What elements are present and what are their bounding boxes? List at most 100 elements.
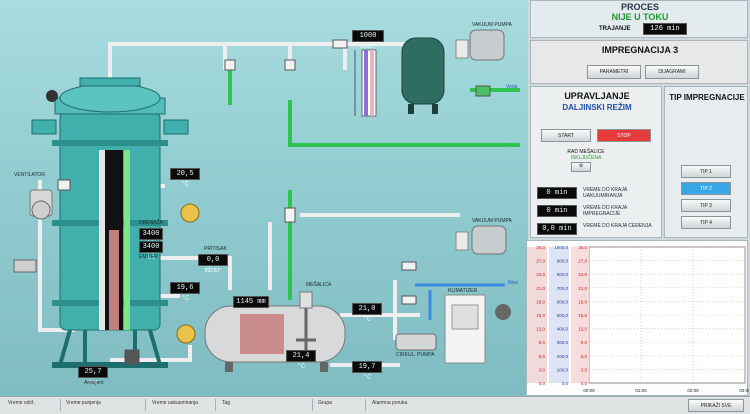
left-axis-band [527,247,547,383]
y-right-tick: 0,0 [581,381,588,386]
control-title: UPRAVLJANJE [564,91,630,101]
duration-label: TRAJANJE [599,26,631,32]
status-col-1: Vreme punjenja [66,400,101,406]
x-tick: 03:00 [739,388,749,393]
vessel-bottom-readout: 25,7 mm [78,366,108,387]
type-box: TIP IMPREGNACIJE TIP 1 TIP 2 TIP 3 TIP 4 [664,86,748,238]
process-state: NIJE U TOKU [611,12,669,22]
emiter-label: EMITER [139,254,158,260]
y-mid-tick: 900,0 [557,259,569,264]
show-all-button[interactable]: PRIKAŽI SVE [688,399,744,412]
y-left-tick: 3,0 [539,367,546,372]
mixer-icon: ⚙ [578,163,584,169]
y-right-tick: 15,0 [578,313,587,318]
receiver-tank [401,29,505,114]
time-readout-2-value: 0 [546,207,551,215]
cooler-label: KLIMATIZER [448,288,478,294]
impregnation-title: IMPREGNACIJA 3 [601,45,679,55]
type-option-4[interactable]: TIP 4 [681,216,731,229]
y-right-tick: 18,0 [578,299,587,304]
x-tick: 01:00 [635,388,647,393]
mixer-icon-button[interactable]: ⚙ [571,162,591,172]
circ-pump [395,333,437,351]
y-mid-tick: 700,0 [557,286,569,291]
y-mid-tick: 300,0 [557,340,569,345]
y-left-tick: 24,0 [536,272,545,277]
diagram-button[interactable]: DIJAGRAMI [645,65,699,79]
y-mid-tick: 1000,0 [554,245,568,250]
drain-readout-2: 3400 ll [139,241,163,262]
time-readout-2-unit: min [554,207,568,215]
voda-label: Voda [506,84,518,90]
y-mid-tick: 500,0 [557,313,569,318]
y-left-tick: 0,0 [539,381,546,386]
mixer-state: ISKLJUČENA [570,155,602,161]
y-right-tick: 30,0 [578,245,587,250]
process-title: PROCES [620,2,659,12]
params-button[interactable]: PARAMETRI [587,65,641,79]
y-mid-tick: 400,0 [557,327,569,332]
y-left-tick: 6,0 [539,354,546,359]
time-readout-1-value: 0 [546,189,551,197]
time-label-3: VREME DO KRAJA CEĐENJA [583,223,652,229]
pipes-blue [415,283,505,320]
alarm-statusbar: Vreme održ. Vreme punjenja Vreme uakuumi… [0,396,750,414]
y-right-tick: 24,0 [578,272,587,277]
y-mid-tick: 100,0 [557,367,569,372]
y-left-tick: 12,0 [536,327,545,332]
y-left-tick: 9,0 [539,340,546,345]
pritisak-label: PRITISAK [204,246,227,252]
control-panel: PROCES NIJE U TOKU TRAJANJE 126 min IMPR… [526,0,750,396]
stop-button[interactable]: STOP [597,129,651,142]
status-sep [60,399,61,411]
y-mid-tick: 200,0 [557,354,569,359]
horizontal-tank [204,291,346,372]
status-sep [365,399,366,411]
bottom-temp-readout: 19,7 °C [352,361,382,382]
y-left-tick: 27,0 [536,259,545,264]
signal-lamp-bottom [176,324,196,344]
y-left-tick: 15,0 [536,313,545,318]
mixer-temp-readout: 21,4 °C [286,350,316,371]
drenaza-label: DRENAŽA [139,220,163,226]
type-option-2[interactable]: TIP 2 [681,182,731,195]
right-temp-readout: 21,0 °C [352,303,382,324]
y-right-tick: 12,0 [578,327,587,332]
time-readout-3-unit: min [559,225,572,233]
vacuum-pump-mid-label: VAKUUM PUMPA [472,218,512,224]
y-right-tick: 9,0 [581,340,588,345]
cooler-unit [444,294,511,364]
ventilator-label: VENTILATOR [14,172,45,178]
y-left-tick: 21,0 [536,286,545,291]
impregnation-box: IMPREGNACIJA 3 PARAMETRI DIJAGRAMI [530,40,748,84]
duration-value: 126 min [643,23,687,35]
signal-lamp-top [180,203,200,223]
status-sep [145,399,146,411]
y-mid-tick: 0,0 [562,381,569,386]
temp-readout-mid: 19,6 °C [170,282,200,303]
type-option-1[interactable]: TIP 1 [681,165,731,178]
level-gauge-top [354,49,377,117]
x-tick: 00:00 [583,388,595,393]
control-box: UPRAVLJANJE DALJINSKI REŽIM START STOP R… [530,86,662,238]
y-left-tick: 30,0 [536,245,545,250]
time-readout-1-unit: min [554,189,568,197]
tank-level-readout: 1145 mm [233,296,269,308]
status-col-0: Vreme održ. [8,400,36,406]
status-col-3: Tag [222,400,231,406]
control-mode: DALJINSKI REŽIM [562,103,632,112]
type-option-3[interactable]: TIP 3 [681,199,731,212]
mid-axis-band [549,247,569,383]
y-right-tick: 6,0 [581,354,588,359]
y-left-tick: 18,0 [536,299,545,304]
time-readout-3-value: 0,0 [542,225,555,233]
x-tick: 02:00 [687,388,699,393]
vacuum-readout-top: 1000 mbar [352,30,384,51]
y-mid-tick: 600,0 [557,299,569,304]
start-button[interactable]: START [541,129,591,142]
status-sep [312,399,313,411]
process-box: PROCES NIJE U TOKU TRAJANJE 126 min [530,0,748,38]
type-title: TIP IMPREGNACIJE [669,93,745,102]
time-readout-2: 0 min [537,205,577,217]
